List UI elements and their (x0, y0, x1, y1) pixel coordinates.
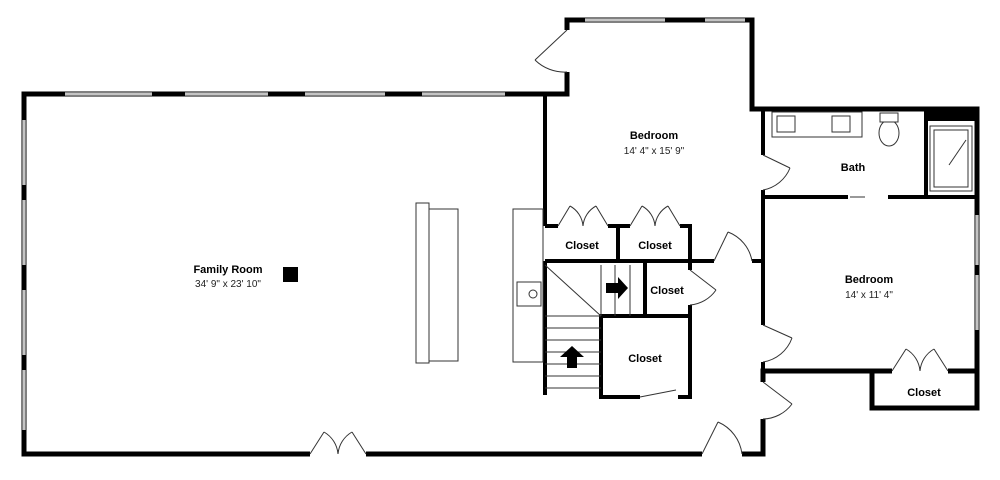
bath-name: Bath (841, 162, 866, 174)
toilet-icon (878, 119, 900, 147)
door-bedroom-1[interactable] (713, 231, 753, 264)
bedroom-2-dims: 14' x 11' 4" (845, 290, 893, 301)
bath-wall-corner (926, 109, 977, 121)
vanity-sink-right-icon (831, 115, 851, 133)
shower-drain-icon (948, 139, 967, 166)
windows (22, 18, 979, 430)
bedroom-2-name: Bedroom (845, 274, 894, 286)
door-bath[interactable] (760, 154, 791, 191)
vanity-sink-left-icon (776, 115, 796, 133)
shower-pan-icon (933, 129, 969, 188)
counter-fixture (415, 202, 430, 364)
door-family-room-double[interactable] (309, 431, 367, 457)
door-bedroom-2-a[interactable] (760, 324, 793, 363)
bedroom-1-dims: 14' 4" x 15' 9" (624, 146, 685, 157)
doors (309, 29, 949, 457)
family-room-dims: 34' 9" x 23' 10" (195, 279, 261, 290)
closet-5-name: Closet (907, 387, 941, 399)
closet-2-name: Closet (638, 240, 672, 252)
room-labels: Family Room 34' 9" x 23' 10" Bedroom 14'… (193, 130, 941, 399)
stairs (544, 264, 631, 389)
door-closet-5[interactable] (891, 348, 949, 374)
door-closet-4[interactable] (639, 389, 678, 400)
family-room-name: Family Room (193, 264, 262, 276)
exterior-walls (21, 17, 980, 457)
fixtures (283, 111, 973, 389)
stair-arrow-right-icon (606, 277, 628, 299)
sofa-fixture (428, 208, 459, 362)
door-bedroom-exterior[interactable] (534, 29, 570, 73)
closet-4-name: Closet (628, 353, 662, 365)
stair-arrow-up-icon (560, 346, 584, 368)
closet-1-name: Closet (565, 240, 599, 252)
door-family-room-right[interactable] (701, 421, 743, 457)
door-closet-3[interactable] (687, 269, 717, 306)
closet-3-name: Closet (650, 285, 684, 297)
door-bedroom-2-b[interactable] (760, 381, 793, 420)
bedroom-1-name: Bedroom (630, 130, 679, 142)
toilet-tank-icon (879, 112, 899, 123)
column-icon (283, 267, 298, 282)
sink-drain-icon (528, 289, 538, 299)
door-closet-1[interactable] (557, 205, 609, 229)
door-closet-2[interactable] (629, 205, 681, 229)
